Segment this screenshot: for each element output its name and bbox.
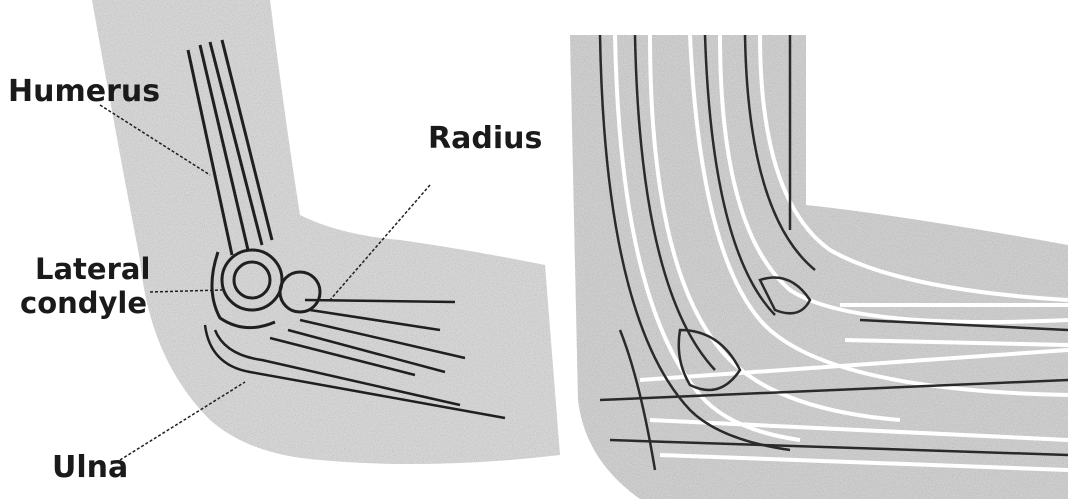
radius-label: Radius [428, 121, 542, 156]
right-elbow-diagram [570, 35, 1068, 499]
lateral-condyle-label-line2: condyle [20, 286, 147, 320]
humerus-label: Humerus [8, 74, 160, 109]
left-elbow-diagram: Humerus Radius Lateral condyle Ulna [8, 0, 560, 485]
lateral-condyle-label-line1: Lateral [35, 252, 150, 286]
ulna-label: Ulna [52, 450, 128, 485]
